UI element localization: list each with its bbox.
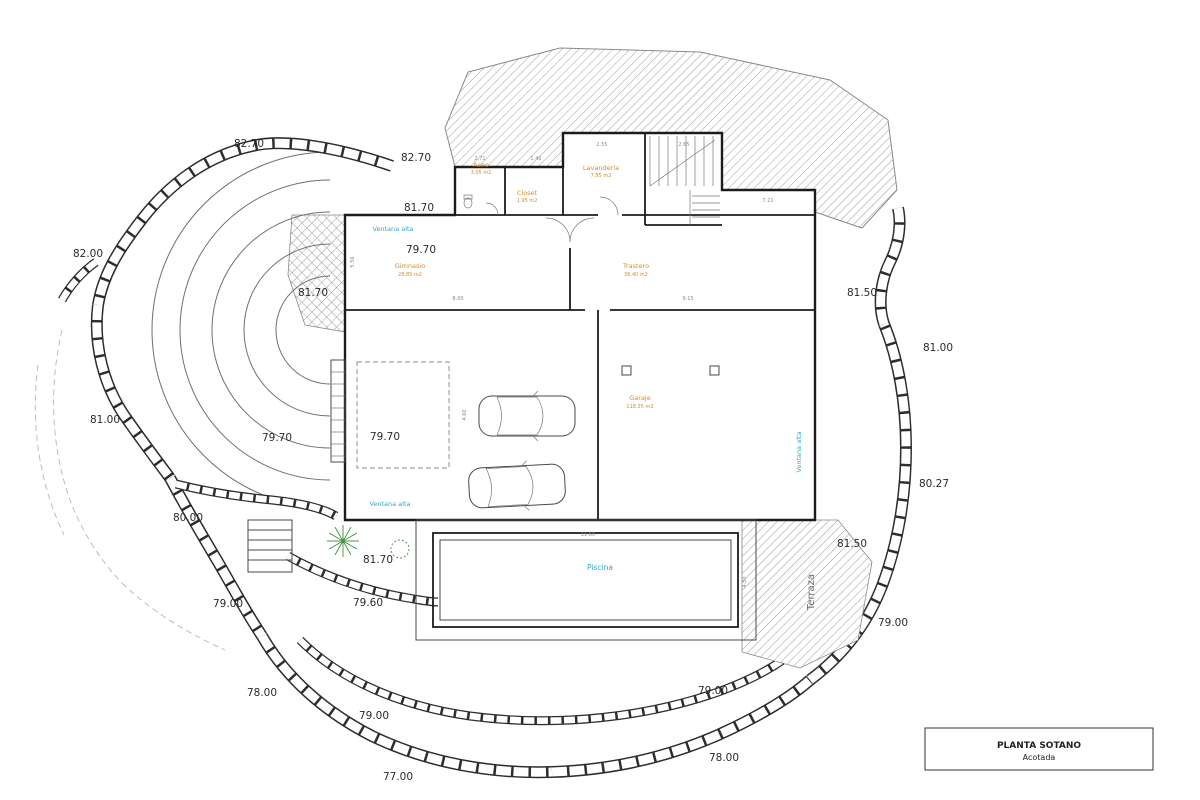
elevation-labels: 82.70 82.70 81.70 79.70 82.00 81.70 81.5… — [73, 138, 953, 783]
terrace-label: Terraza — [806, 574, 817, 611]
dimension-label: 11.60 — [581, 532, 595, 538]
high-window-label: Ventana alta — [795, 431, 803, 472]
elevation-label: 81.00 — [923, 342, 953, 354]
high-window-strip — [330, 359, 346, 463]
elevation-label: 81.50 — [837, 538, 867, 550]
room-area-aseo: 3.05 m2 — [471, 170, 492, 176]
hatched-slope-top — [444, 47, 898, 229]
elevation-label: 82.00 — [73, 248, 103, 260]
interior-staircase — [649, 136, 720, 225]
garage-column — [621, 365, 632, 376]
elevation-label: 81.00 — [90, 414, 120, 426]
dimension-label: 8.00 — [452, 296, 463, 302]
garage-column — [709, 365, 720, 376]
elevation-label: 79.00 — [698, 685, 728, 697]
hatched-terrace — [741, 519, 873, 669]
elevation-label: 77.00 — [383, 771, 413, 783]
bush-symbol — [390, 539, 410, 559]
title-block: PLANTA SOTANO Acotada — [924, 727, 1154, 771]
door-swing-arcs — [485, 196, 619, 243]
dimension-label: 2.65 — [678, 142, 689, 148]
elevation-label: 79.70 — [370, 431, 400, 443]
terrain-contour-lines — [34, 329, 226, 651]
title-block-subtitle: Acotada — [1023, 753, 1056, 762]
dimension-label: 2.55 — [596, 142, 607, 148]
pool — [415, 519, 757, 641]
dimension-label: 4.60 — [462, 409, 468, 420]
elevation-label: 80.27 — [919, 478, 949, 490]
dashed-platform-outline — [356, 361, 450, 469]
room-label-closet: Closet — [517, 189, 538, 197]
room-area-lavanderia: 7.85 m2 — [591, 173, 612, 179]
elevation-label: 82.70 — [401, 152, 431, 164]
room-labels: Gimnasio 28.85 m2 Trastero 36.40 m2 Gara… — [369, 161, 817, 611]
elevation-label: 81.50 — [847, 287, 877, 299]
dimension-label: 5.56 — [350, 256, 356, 267]
title-block-title: PLANTA SOTANO — [997, 741, 1081, 751]
elevation-label: 79.00 — [213, 598, 243, 610]
room-area-trastero: 36.40 m2 — [624, 272, 648, 278]
stone-retaining-walls — [58, 137, 913, 779]
tree-symbol — [327, 525, 359, 557]
dimension-label: 1.40 — [530, 156, 541, 162]
elevation-label: 82.70 — [234, 138, 264, 150]
dimension-label: 9.15 — [682, 296, 693, 302]
elevation-label: 80.00 — [173, 512, 203, 524]
toilet-fixture-icon — [463, 194, 473, 209]
room-label-garaje: Garaje — [629, 394, 650, 402]
room-area-gimnasio: 28.85 m2 — [398, 272, 422, 278]
exterior-stairs — [247, 519, 293, 573]
elevation-label: 79.60 — [353, 597, 383, 609]
dimension-label: 7.21 — [762, 198, 773, 204]
elevation-label: 78.00 — [247, 687, 277, 699]
room-area-closet: 1.95 m2 — [517, 198, 538, 204]
elevation-label: 81.70 — [363, 554, 393, 566]
interior-walls — [345, 133, 815, 520]
elevation-label: 81.70 — [298, 287, 328, 299]
elevation-label: 79.00 — [359, 710, 389, 722]
elevation-label: 79.70 — [262, 432, 292, 444]
building — [330, 131, 817, 522]
driveway-spiral-arcs — [151, 151, 331, 509]
room-label-lavanderia: Lavandería — [583, 164, 619, 172]
room-label-gimnasio: Gimnasio — [395, 262, 425, 270]
elevation-label: 81.70 — [404, 202, 434, 214]
elevation-label: 79.00 — [878, 617, 908, 629]
pool-label: Piscina — [587, 563, 613, 572]
dimension-label: 4.50 — [742, 576, 748, 587]
hatched-slope-left — [287, 214, 346, 333]
dimension-label: 2.71 — [474, 156, 485, 162]
room-label-trastero: Trastero — [622, 262, 649, 270]
dimension-labels: 2.71 1.40 2.55 2.65 7.21 5.56 8.00 9.15 … — [350, 142, 774, 588]
room-label-aseo: Aseo — [473, 161, 489, 169]
room-area-garaje: 118.35 m2 — [626, 404, 653, 410]
elevation-label: 79.70 — [406, 244, 436, 256]
cars — [467, 390, 576, 514]
high-window-label: Ventana alta — [369, 500, 410, 508]
elevation-label: 78.00 — [709, 752, 739, 764]
high-window-label: Ventana alta — [372, 225, 413, 233]
